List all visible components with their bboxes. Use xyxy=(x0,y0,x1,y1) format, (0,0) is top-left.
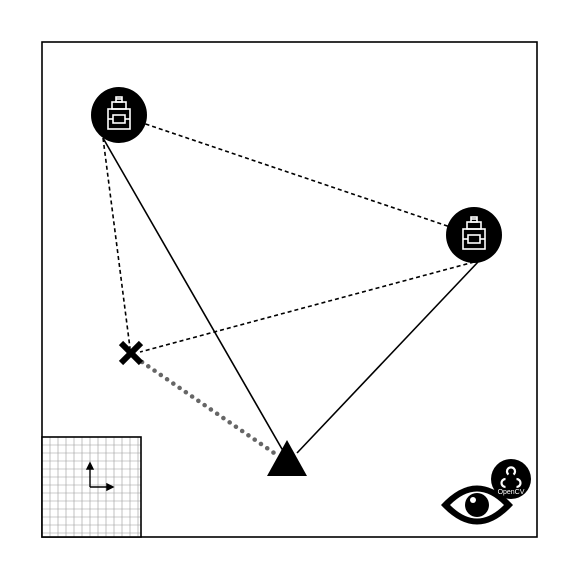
solid-link-camera2-base xyxy=(296,261,479,454)
grid-inset xyxy=(41,436,142,538)
dotted-path-target-base xyxy=(139,359,280,458)
opencv-logo: OpenCV xyxy=(441,459,531,525)
opencv-label: OpenCV xyxy=(498,489,525,496)
x-cross-icon xyxy=(118,340,144,366)
solid-link-camera1-base xyxy=(102,137,287,457)
camera-node-1 xyxy=(91,87,147,143)
camera-lens-icon xyxy=(107,96,131,130)
triangle-icon xyxy=(267,440,307,476)
camera-node-2 xyxy=(446,207,502,263)
dashed-link-camera2-target xyxy=(139,261,475,353)
diagram-frame xyxy=(41,41,538,538)
dashed-link-camera1-camera2 xyxy=(118,114,475,236)
opencv-rings-icon xyxy=(500,466,522,489)
camera-lens-icon xyxy=(462,216,486,250)
axes-icon xyxy=(85,461,115,492)
eye-icon xyxy=(441,485,513,525)
dashed-link-camera1-target xyxy=(102,137,131,349)
